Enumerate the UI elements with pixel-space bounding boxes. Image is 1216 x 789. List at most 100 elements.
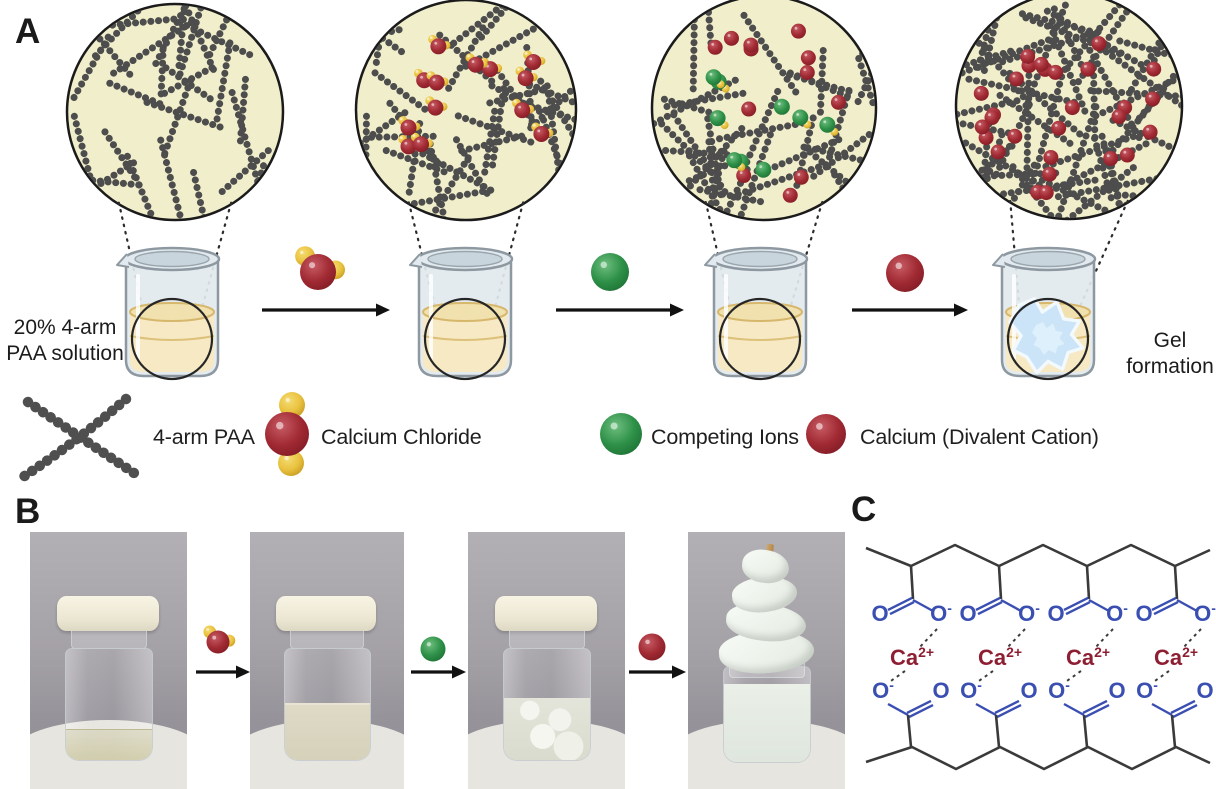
- calcium-ion: [1080, 61, 1096, 77]
- calcium-atom: [517, 70, 534, 87]
- calcium-ion: [1142, 124, 1158, 140]
- ionic-bond-dashed: [1005, 628, 1026, 650]
- calcium-ion: [974, 119, 990, 135]
- beaker-spout: [704, 253, 718, 268]
- chloride-atom: [279, 392, 305, 418]
- calcium-ion: [1048, 64, 1064, 80]
- vial-clear-solution: [30, 532, 187, 789]
- calcium-ion: [790, 23, 806, 39]
- competing-ion-sphere: [705, 69, 722, 86]
- vial-photo-2: [250, 532, 404, 789]
- competing-ion-photo: [420, 636, 446, 662]
- calcium-ion: [1042, 166, 1058, 182]
- calcium-ion: [1038, 185, 1054, 201]
- beaker-3: [704, 246, 809, 381]
- calcium-ion: [1043, 149, 1059, 165]
- calcium-ion: [1007, 128, 1023, 144]
- calcium-ion-label: Ca2+: [1066, 644, 1110, 670]
- legend-label-competing-ions: Competing Ions: [651, 425, 799, 449]
- calcium-ion: [1103, 151, 1119, 167]
- gel-in-vial: [723, 683, 810, 762]
- white-precipitate: [503, 697, 590, 761]
- competing-ion: [726, 152, 746, 172]
- calcium-chloride-icon-step: [295, 246, 346, 290]
- calcium-ion: [743, 37, 759, 53]
- calcium-atom: [428, 74, 445, 91]
- zoom-callout-circle: [423, 297, 507, 381]
- oxygen-label: O: [1108, 678, 1125, 703]
- calcium-chloride-molecule: [515, 66, 538, 87]
- stage-circle-1: [65, 2, 285, 222]
- clear-paa-liquid: [65, 729, 152, 761]
- vial-precipitate: [468, 532, 625, 789]
- legend-label-4-arm-paa: 4-arm PAA: [153, 425, 255, 449]
- solution-label: 20% 4-arm PAA solution: [6, 316, 124, 365]
- calcium-chloride-molecule: [531, 122, 554, 142]
- calcium-ion-step: [886, 254, 924, 292]
- calcium-chloride-molecule: [523, 50, 546, 70]
- beaker-spout: [409, 253, 423, 268]
- calcium-chloride-molecule: [426, 71, 449, 91]
- competing-ion-sphere: [755, 161, 772, 178]
- oxygen-label: O: [1135, 601, 1152, 626]
- beaker-2: [409, 246, 514, 381]
- calcium-ion: [1051, 120, 1067, 136]
- vial-photo-1: [30, 532, 187, 789]
- calcium-ion: [1111, 109, 1127, 125]
- beaker-spout: [116, 253, 130, 268]
- vial-body: [283, 647, 371, 762]
- calcium-ion-photo: [638, 633, 666, 661]
- calcium-atom: [265, 412, 309, 456]
- calcium-chloride-molecule: [398, 116, 421, 136]
- step-arrow-3: [852, 303, 968, 317]
- milky-liquid: [284, 702, 370, 761]
- calcium-ion: [1119, 147, 1135, 163]
- calcium-ion: [1008, 71, 1024, 87]
- calcium-ion: [1145, 91, 1161, 107]
- vial-body: [502, 647, 591, 762]
- chloride-atom: [278, 450, 304, 476]
- beaker-spout: [992, 253, 1006, 268]
- oxygen-label: O-: [1106, 600, 1128, 626]
- calcium-atom: [206, 630, 230, 654]
- competing-ion-sphere: [726, 152, 743, 169]
- calcium-ion: [973, 85, 989, 101]
- calcium-ion: [782, 187, 798, 203]
- calcium-chloride-molecule: [425, 96, 448, 116]
- calcium-chloride-molecule: [428, 34, 451, 55]
- competing-ion: [709, 110, 729, 130]
- calcium-chloride-icon-photo: [203, 625, 236, 654]
- calcium-ion: [793, 169, 809, 185]
- oxygen-label: O-: [1194, 600, 1216, 626]
- calcium-ion: [830, 94, 846, 110]
- vial-photo-3: [468, 532, 625, 789]
- calcium-ion: [1091, 36, 1107, 52]
- vial-cap: [494, 596, 597, 631]
- oxygen-label: O: [959, 601, 976, 626]
- photo-arrow-2: [411, 665, 466, 679]
- calcium-ion: [1020, 48, 1036, 64]
- oxygen-label: O: [1020, 678, 1037, 703]
- calcium-chloride-icon: [265, 392, 309, 476]
- vial-body: [64, 647, 153, 762]
- vial-body: [722, 665, 811, 763]
- competing-ion: [705, 69, 725, 89]
- calcium-ion: [990, 144, 1006, 160]
- competing-ion-icon: [600, 413, 642, 455]
- competing-ion: [773, 98, 790, 115]
- calcium-ion: [736, 168, 752, 184]
- oxygen-label: O-: [872, 677, 894, 703]
- oxygen-label: O-: [960, 677, 982, 703]
- oxygen-label: O-: [1018, 600, 1040, 626]
- oxygen-label: O-: [1136, 677, 1158, 703]
- ionic-bond-dashed: [1093, 628, 1114, 650]
- calcium-chloride-molecule: [465, 53, 488, 73]
- zoom-callout-circle: [718, 297, 802, 381]
- vial-photo-4: [688, 532, 845, 789]
- zoom-callout-circle: [1006, 297, 1090, 381]
- beaker-liquid: [718, 312, 802, 372]
- competing-ion-sphere: [709, 110, 726, 127]
- calcium-atom: [413, 136, 430, 153]
- panel-c-label: C: [851, 490, 877, 529]
